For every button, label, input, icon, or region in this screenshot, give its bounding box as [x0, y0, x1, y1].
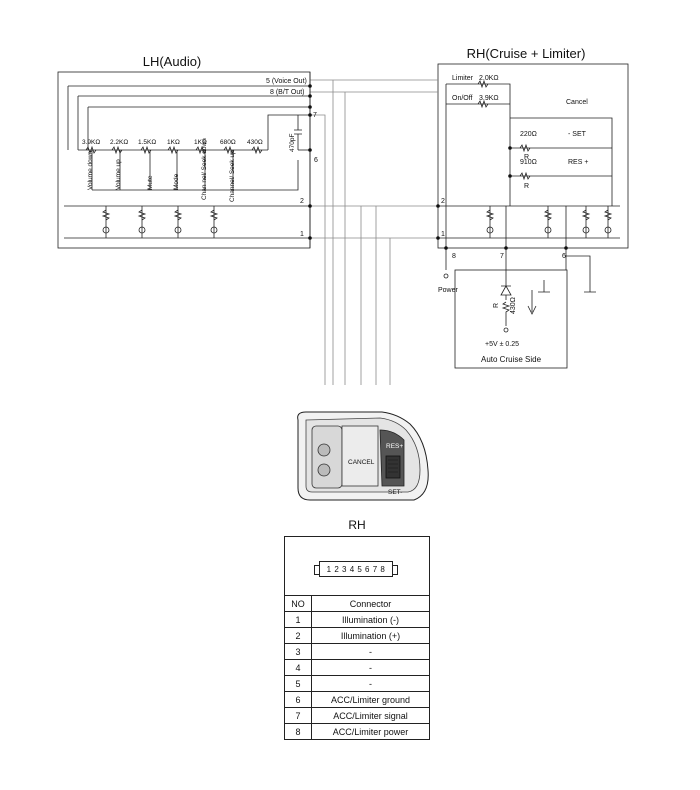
svg-text:Volume down: Volume down — [87, 151, 94, 190]
limiter-resistor-label: 2.0KΩ — [479, 75, 499, 82]
svg-text:680Ω: 680Ω — [220, 139, 236, 146]
res-label: RES + — [568, 159, 588, 166]
header-no: NO — [284, 595, 312, 612]
row-no: 3 — [284, 643, 312, 660]
svg-text:1.5KΩ: 1.5KΩ — [138, 139, 156, 146]
rh-pin1-label: 1 — [441, 231, 445, 238]
pin6-label: 6 — [314, 157, 318, 164]
res-r-label: R — [524, 183, 529, 190]
lh-dots — [308, 84, 312, 240]
power-terminal — [443, 273, 449, 279]
row-no: 8 — [284, 723, 312, 740]
set-label: - SET — [568, 131, 587, 138]
svg-text:1KΩ: 1KΩ — [167, 139, 180, 146]
pin-voice-out-label: 5 (Voice Out) — [266, 78, 307, 85]
lh-resistors — [85, 145, 263, 234]
row-name: Illumination (+) — [311, 627, 430, 644]
pin1-label: 1 — [300, 231, 304, 238]
row-no: 5 — [284, 675, 312, 692]
limiter-label: Limiter — [452, 75, 474, 82]
svg-text:Channel/ Seek up: Channel/ Seek up — [229, 150, 236, 202]
rh-module-box — [437, 63, 629, 249]
row-name: ACC/Limiter ground — [311, 691, 430, 708]
svg-text:Volume up: Volume up — [115, 159, 122, 190]
row-name: - — [311, 643, 430, 660]
svg-text:430Ω: 430Ω — [247, 139, 263, 146]
row-name: ACC/Limiter power — [311, 723, 430, 740]
onoff-resistor-label: 3.9KΩ — [479, 95, 499, 102]
row-name: ACC/Limiter signal — [311, 707, 430, 724]
steering-switch-illustration: CANCEL RES+ SET- — [297, 411, 429, 501]
lh-module-box — [57, 71, 311, 249]
set-button-text: SET- — [388, 489, 402, 496]
set-resistor-label: 220Ω — [520, 131, 537, 138]
pin2-label: 2 — [300, 198, 304, 205]
lh-audio-title: LH(Audio) — [143, 54, 202, 69]
cruise-r-value-label: 430Ω — [510, 297, 517, 314]
cruise-side-circuit — [500, 270, 537, 333]
row-name: Illumination (-) — [311, 611, 430, 628]
row-no: 4 — [284, 659, 312, 676]
connector-drawing: 1 2 3 4 5 6 7 8 — [284, 536, 430, 595]
rh-pin7-label: 7 — [500, 253, 504, 260]
harness-wires — [310, 79, 438, 385]
svg-text:3.9KΩ: 3.9KΩ — [82, 139, 100, 146]
capacitor-label: 470pF — [289, 134, 296, 152]
connector-pinout: 1 2 3 4 5 6 7 8 — [314, 561, 398, 577]
rh-pin2-label: 2 — [441, 198, 445, 205]
row-name: - — [311, 659, 430, 676]
res-button-text: RES+ — [386, 443, 403, 450]
row-name: - — [311, 675, 430, 692]
svg-text:1KΩ: 1KΩ — [194, 139, 207, 146]
svg-text:Mute: Mute — [147, 175, 154, 190]
table-row: 3- — [284, 643, 430, 660]
res-resistor-label: 910Ω — [520, 159, 537, 166]
row-no: 1 — [284, 611, 312, 628]
auto-cruise-title: Auto Cruise Side — [481, 355, 542, 364]
rh-resistors — [477, 79, 613, 234]
rh-dots — [436, 146, 568, 250]
rh-pin6-label: 6 — [562, 253, 566, 260]
power-label: Power — [438, 287, 459, 294]
wiring-diagram: LH(Audio) RH(Cruise + Limiter) — [57, 46, 629, 501]
svg-text:Mode: Mode — [173, 173, 180, 190]
table-header-row: NO Connector — [284, 595, 430, 612]
svg-text:Chan nel/ Seek down: Chan nel/ Seek down — [201, 138, 208, 200]
rh-cruise-title: RH(Cruise + Limiter) — [467, 46, 586, 61]
row-no: 6 — [284, 691, 312, 708]
onoff-label: On/Off — [452, 95, 473, 102]
table-row: 5- — [284, 675, 430, 692]
pin-bt-out-label: 8 (B/T Out) — [270, 89, 305, 96]
header-connector: Connector — [311, 595, 430, 612]
cancel-button-text: CANCEL — [348, 459, 375, 466]
set-r-label: R — [524, 154, 529, 161]
cruise-r-label: R — [493, 303, 500, 308]
lh-switch-labels: Volume down Volume up Mute Mode Chan nel… — [87, 138, 236, 202]
row-no: 7 — [284, 707, 312, 724]
rh-connector-caption: RH — [348, 518, 366, 532]
cancel-label: Cancel — [566, 99, 588, 106]
pin7-label: 7 — [313, 112, 317, 119]
supply-label: +5V ± 0.25 — [485, 341, 519, 348]
auto-cruise-box — [454, 269, 568, 369]
lh-circuit — [64, 72, 311, 248]
table-row: 4- — [284, 659, 430, 676]
lh-resistor-labels: 3.9KΩ 2.2KΩ 1.5KΩ 1KΩ 1KΩ 680Ω 430Ω — [82, 139, 263, 146]
row-no: 2 — [284, 627, 312, 644]
svg-text:2.2KΩ: 2.2KΩ — [110, 139, 128, 146]
rh-pin8-label: 8 — [452, 253, 456, 260]
